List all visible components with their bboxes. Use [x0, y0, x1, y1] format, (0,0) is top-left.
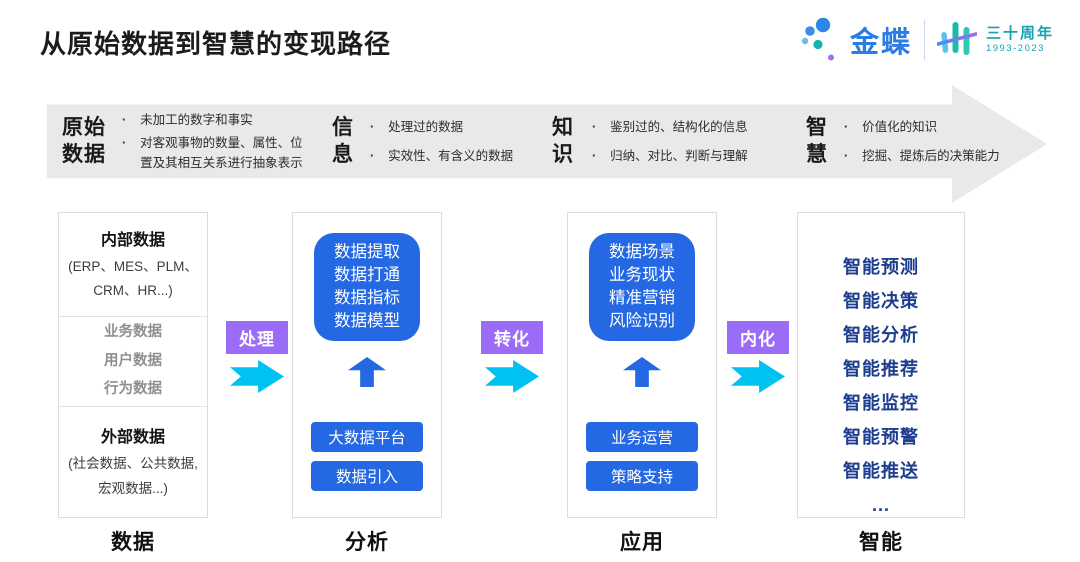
banner-heading: 信 息	[332, 115, 354, 166]
stage-label-data: 数据	[111, 531, 155, 554]
analysis-box: 数据提取 数据打通 数据指标 数据模型 大数据平台 数据引入	[292, 212, 442, 518]
data-import-button: 数据引入	[311, 461, 423, 491]
big-data-platform-button: 大数据平台	[311, 422, 423, 452]
bullet-icon: ·	[592, 148, 597, 163]
banner-heading: 智 慧	[806, 115, 828, 166]
banner-bullets: · 鉴别过的、结构化的信息 · 归纳、对比、判断与理解	[592, 117, 748, 166]
kingdee-logo: 金蝶 三十周年 1993-2023	[797, 16, 1054, 64]
smart-capability: 智能分析	[843, 325, 919, 345]
process-label: 处理	[226, 321, 288, 354]
application-box: 数据场景 业务现状 精准营销 风险识别 业务运营 策略支持	[567, 212, 717, 518]
smart-capability: 智能推荐	[843, 359, 919, 379]
data-type: 业务数据	[104, 323, 162, 340]
transform-label: 转化	[481, 321, 543, 354]
anniversary-label: 三十周年	[985, 24, 1054, 42]
application-scenarios: 数据场景 业务现状 精准营销 风险识别	[589, 233, 695, 341]
ellipsis-more: ...	[871, 495, 890, 515]
bullet-text: 鉴别过的、结构化的信息	[610, 119, 748, 134]
smart-capability: 智能预警	[843, 427, 919, 447]
smart-capability: 智能推送	[843, 461, 919, 481]
smart-capability: 智能监控	[843, 393, 919, 413]
strategy-support-button: 策略支持	[586, 461, 698, 491]
internal-data-section: 内部数据 (ERP、MES、PLM、 CRM、HR...)	[59, 213, 207, 316]
bullet-text: 对客观事物的数量、属性、位置及其相互关系进行抽象表示	[140, 135, 303, 170]
external-data-section: 外部数据 (社会数据、公共数据, 宏观数据...)	[59, 407, 207, 517]
stage-label-analysis: 分析	[345, 531, 389, 554]
intelligence-box: 智能预测 智能决策 智能分析 智能推荐 智能监控 智能预警 智能推送 ...	[797, 212, 965, 518]
kingdee-dots-icon	[801, 17, 834, 61]
smart-capability: 智能决策	[843, 291, 919, 311]
external-data-title: 外部数据	[100, 429, 165, 447]
banner-bullets: · 处理过的数据 · 实效性、有含义的数据	[370, 117, 513, 166]
right-arrow-icon	[731, 360, 785, 393]
up-arrow-icon	[623, 357, 661, 387]
logo-divider	[923, 20, 925, 60]
bullet-text: 价值化的知识	[862, 119, 938, 134]
banner-section-wisdom: 智 慧 · 价值化的知识 · 挖掘、提炼后的决策能力	[806, 104, 1000, 178]
data-type: 行为数据	[104, 381, 162, 398]
dikw-arrow-banner: 原始 数据 · 未加工的数字和事实 · 对客观事物的数量、属性、位置及其相互关系进行…	[47, 85, 1047, 203]
bullet-text: 实效性、有含义的数据	[388, 148, 514, 163]
up-arrow-icon	[348, 357, 386, 387]
business-operation-button: 业务运营	[586, 422, 698, 452]
smart-capability: 智能预测	[843, 257, 919, 277]
page-title: 从原始数据到智慧的变现路径	[40, 29, 392, 59]
data-sources-box: 内部数据 (ERP、MES、PLM、 CRM、HR...) 业务数据 用户数据 …	[58, 212, 208, 518]
banner-heading: 原始 数据	[62, 115, 106, 166]
banner-section-knowledge: 知 识 · 鉴别过的、结构化的信息 · 归纳、对比、判断与理解	[552, 104, 748, 178]
internalize-label: 内化	[727, 321, 789, 354]
bullet-icon: ·	[844, 119, 849, 134]
bullet-icon: ·	[370, 148, 375, 163]
bullet-icon: ·	[592, 119, 597, 134]
right-arrow-icon	[230, 360, 284, 393]
banner-section-information: 信 息 · 处理过的数据 · 实效性、有含义的数据	[332, 104, 513, 178]
flow-transform: 转化	[480, 321, 544, 393]
internal-data-title: 内部数据	[100, 231, 165, 249]
analysis-capabilities: 数据提取 数据打通 数据指标 数据模型	[314, 233, 420, 341]
anniversary-text: 三十周年 1993-2023	[986, 25, 1054, 56]
brand-name: 金蝶	[849, 27, 912, 59]
right-arrow-icon	[485, 360, 539, 393]
anniversary-mark-icon	[936, 22, 977, 55]
anniversary-years: 1993-2023	[985, 43, 1045, 55]
stage-label-application: 应用	[620, 531, 664, 554]
bullet-icon: ·	[370, 119, 375, 134]
bullet-text: 挖掘、提炼后的决策能力	[862, 148, 1000, 163]
internal-data-subtitle: (ERP、MES、PLM、 CRM、HR...)	[68, 258, 198, 298]
banner-bullets: · 价值化的知识 · 挖掘、提炼后的决策能力	[844, 117, 1000, 166]
bullet-icon: ·	[122, 112, 127, 127]
stage-label-intelligence: 智能	[859, 531, 903, 554]
banner-section-raw-data: 原始 数据 · 未加工的数字和事实 · 对客观事物的数量、属性、位置及其相互关系进行…	[62, 104, 308, 178]
bullet-icon: ·	[122, 135, 127, 150]
banner-bullets: · 未加工的数字和事实 · 对客观事物的数量、属性、位置及其相互关系进行抽象表示	[122, 110, 308, 173]
flow-internalize: 内化	[726, 321, 790, 393]
middle-data-section: 业务数据 用户数据 行为数据	[59, 315, 207, 408]
bullet-text: 归纳、对比、判断与理解	[610, 148, 748, 163]
bullet-icon: ·	[844, 148, 849, 163]
flow-process: 处理	[225, 321, 289, 393]
data-type: 用户数据	[104, 352, 162, 369]
bullet-text: 未加工的数字和事实	[140, 112, 253, 127]
external-data-subtitle: (社会数据、公共数据, 宏观数据...)	[68, 456, 198, 496]
banner-heading: 知 识	[552, 115, 574, 166]
bullet-text: 处理过的数据	[388, 119, 464, 134]
